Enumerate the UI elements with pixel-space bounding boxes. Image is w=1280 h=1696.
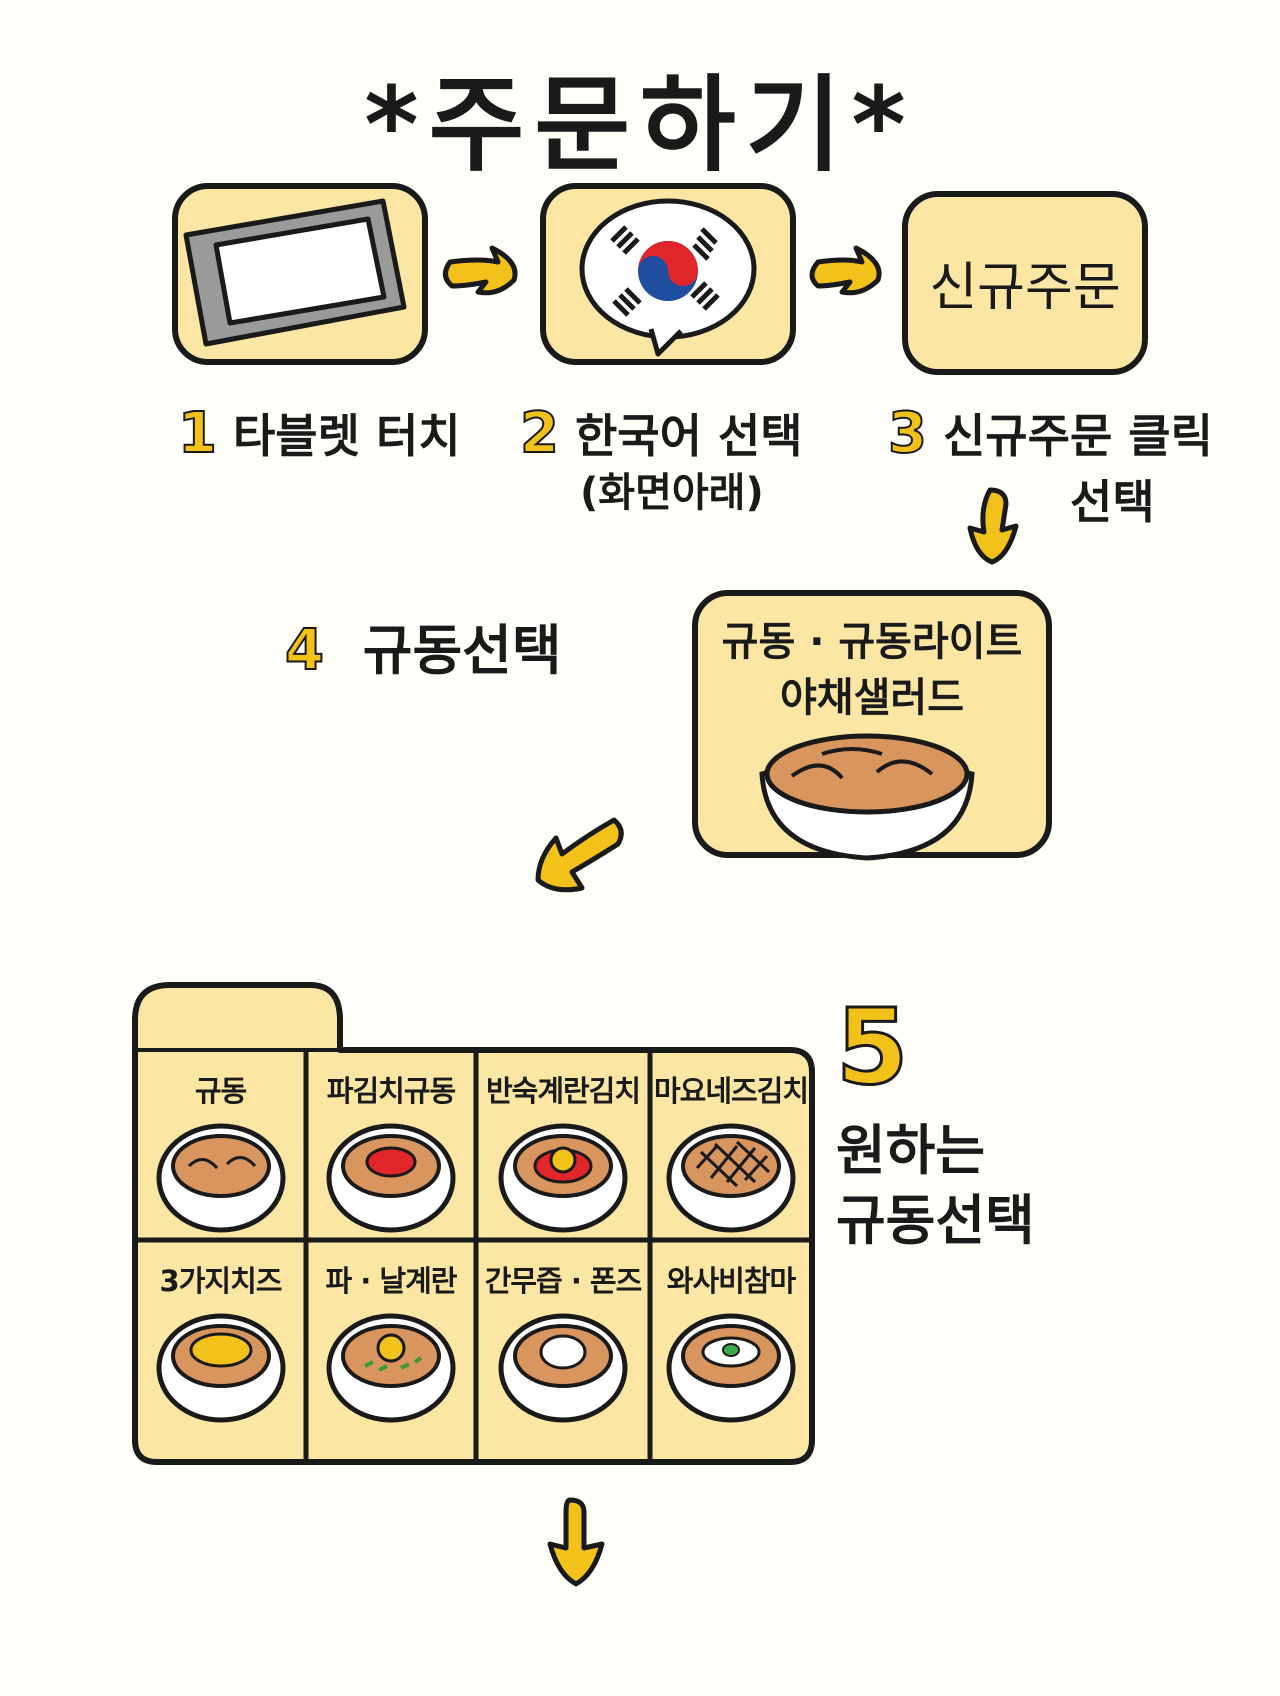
menu-item-label: 와사비참마 — [666, 1264, 796, 1298]
step2-sub: (화면아래) — [580, 470, 764, 516]
step5-number: 5 — [834, 985, 909, 1110]
arrow-right-icon — [809, 245, 882, 296]
rice-bowl-icon[interactable] — [321, 1116, 461, 1236]
menu-item-label: 마요네즈김치 — [653, 1074, 809, 1108]
step3-card: 신규주문 — [902, 191, 1148, 375]
step1-card — [172, 183, 428, 365]
rice-bowl-icon[interactable] — [151, 1306, 291, 1426]
rice-bowl-icon[interactable] — [661, 1306, 801, 1426]
arrow-right-icon — [443, 245, 518, 296]
step3-label: 3 신규주문 클릭 — [887, 400, 1213, 467]
step3-sub: 선택 — [1070, 475, 1155, 529]
step2-card — [540, 183, 796, 365]
step4-label: 4 규동선택 — [284, 617, 562, 684]
new-order-label: 신규주문 — [929, 258, 1121, 318]
korean-language-icon — [579, 198, 757, 357]
menu-item-label: 규동 — [194, 1074, 247, 1108]
rice-bowl-icon[interactable] — [661, 1116, 801, 1236]
gyudon-bowl-icon — [759, 733, 975, 861]
arrow-down-icon — [547, 1497, 605, 1587]
rice-bowl-icon[interactable] — [493, 1306, 633, 1426]
menu-item-label: 3가지치즈 — [159, 1264, 283, 1298]
step1-label: 1 타블렛 터치 — [177, 400, 461, 467]
rice-bowl-icon[interactable] — [151, 1116, 291, 1236]
tablet-icon — [183, 198, 407, 347]
step2-label: 2 한국어 선택 — [519, 400, 803, 467]
menu-item-label: 반숙계란김치 — [485, 1074, 641, 1108]
step5-line2: 규동선택 — [836, 1189, 1035, 1252]
menu-item-label: 파김치규동 — [326, 1074, 456, 1108]
arrow-down-icon — [967, 487, 1019, 565]
menu-item-label: 간무즙 · 폰즈 — [484, 1264, 643, 1298]
rice-bowl-icon[interactable] — [493, 1116, 633, 1236]
arrow-down-left-icon — [535, 817, 624, 893]
page-title: *주문하기* — [364, 64, 916, 186]
menu-item-label: 파 · 날계란 — [325, 1264, 458, 1298]
menu-category-line1: 규동 · 규동라이트 — [721, 619, 1023, 665]
step5-line1: 원하는 — [836, 1119, 986, 1182]
menu-category-line2: 야채샐러드 — [780, 675, 964, 721]
rice-bowl-icon[interactable] — [321, 1306, 461, 1426]
